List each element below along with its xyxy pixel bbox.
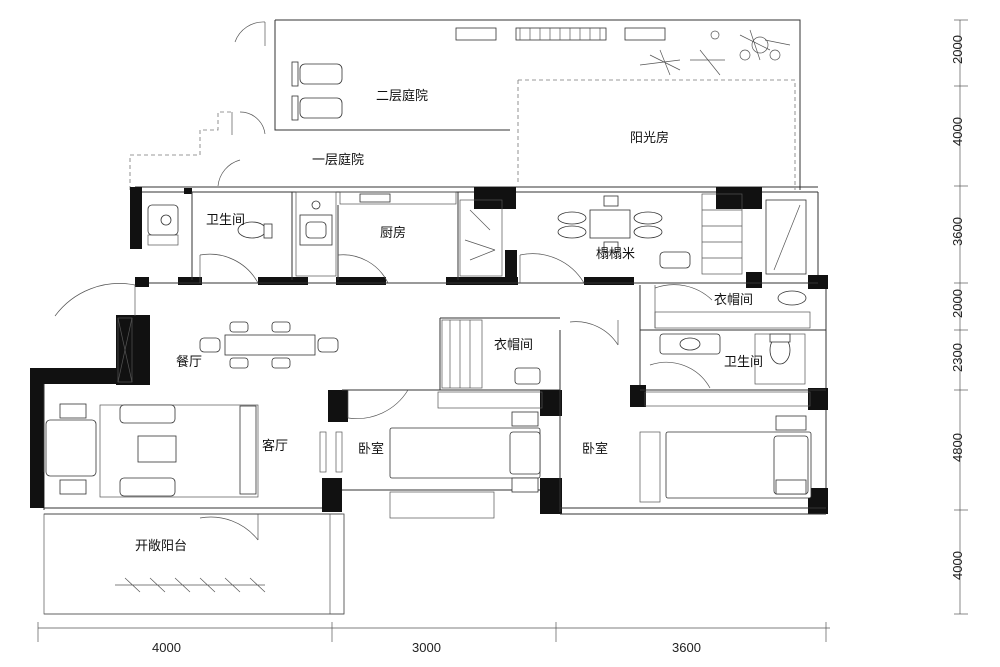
dimension-lines: [37, 19, 968, 642]
label-tatami: 榻榻米: [596, 247, 635, 262]
label-bedroom-middle: 卧室: [358, 441, 384, 457]
label-cloakroom-right: 衣帽间: [714, 292, 753, 308]
dim-bottom-2: 3000: [412, 640, 441, 655]
label-sunroom: 阳光房: [630, 130, 669, 146]
dim-right-4: 2000: [950, 289, 965, 318]
dim-bottom-1: 4000: [152, 640, 181, 655]
label-open-balcony: 开敞阳台: [135, 538, 187, 554]
door-swings: [54, 159, 713, 541]
dim-right-3: 3600: [950, 217, 965, 246]
label-bathroom-left: 卫生间: [206, 213, 245, 228]
label-bathroom-right: 卫生间: [724, 355, 763, 370]
dimension-labels-bottom: 4000 3000 3600: [152, 640, 701, 655]
plant-decoration-top: [639, 29, 791, 76]
dim-bottom-3: 3600: [672, 640, 701, 655]
label-dining: 餐厅: [176, 354, 202, 370]
dim-right-6: 4800: [950, 433, 965, 462]
dim-right-2: 4000: [950, 117, 965, 146]
upper-courtyard-outline: [129, 19, 801, 190]
dimension-labels-right: 2000 4000 3600 2000 2300 4800 4000: [950, 35, 965, 580]
dim-right-1: 2000: [950, 35, 965, 64]
label-kitchen: 厨房: [380, 225, 406, 241]
dim-right-7: 4000: [950, 551, 965, 580]
label-cloakroom-middle: 衣帽间: [494, 337, 533, 353]
label-living: 客厅: [262, 438, 288, 454]
furniture: [43, 191, 812, 615]
walls: [30, 186, 828, 515]
label-bedroom-right: 卧室: [582, 441, 608, 457]
label-second-floor-courtyard: 二层庭院: [376, 88, 428, 104]
room-labels: 二层庭院 一层庭院 阳光房 卫生间 厨房 榻榻米 衣帽间 餐厅 衣帽间 卫生间 …: [135, 88, 763, 554]
dim-right-5: 2300: [950, 343, 965, 372]
label-first-floor-courtyard: 一层庭院: [312, 152, 364, 168]
